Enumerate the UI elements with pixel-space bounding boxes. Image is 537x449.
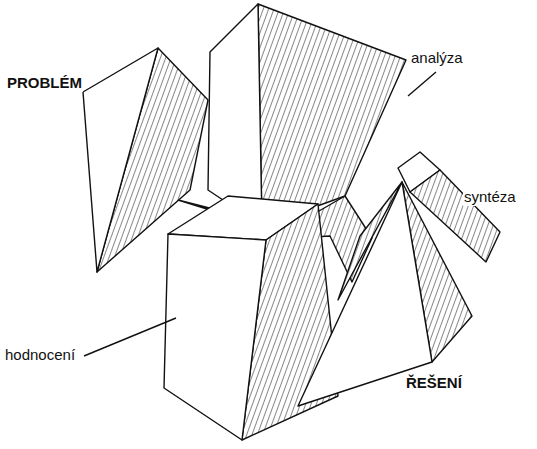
evaluation-face (164, 234, 266, 440)
stage-label: ŘEŠENÍ (405, 375, 463, 392)
solution-inner (338, 182, 402, 300)
leader-line (84, 318, 176, 356)
stage-label: analýza (410, 50, 464, 67)
stage-label: syntéza (463, 189, 517, 206)
stage-label: PROBLÉM (6, 75, 83, 92)
analysis-face (208, 4, 262, 226)
leader-line (408, 72, 436, 96)
problem-face (83, 48, 158, 272)
solution-face (298, 182, 432, 406)
stage-label: hodnocení (4, 347, 76, 364)
analysis-side (258, 4, 406, 226)
